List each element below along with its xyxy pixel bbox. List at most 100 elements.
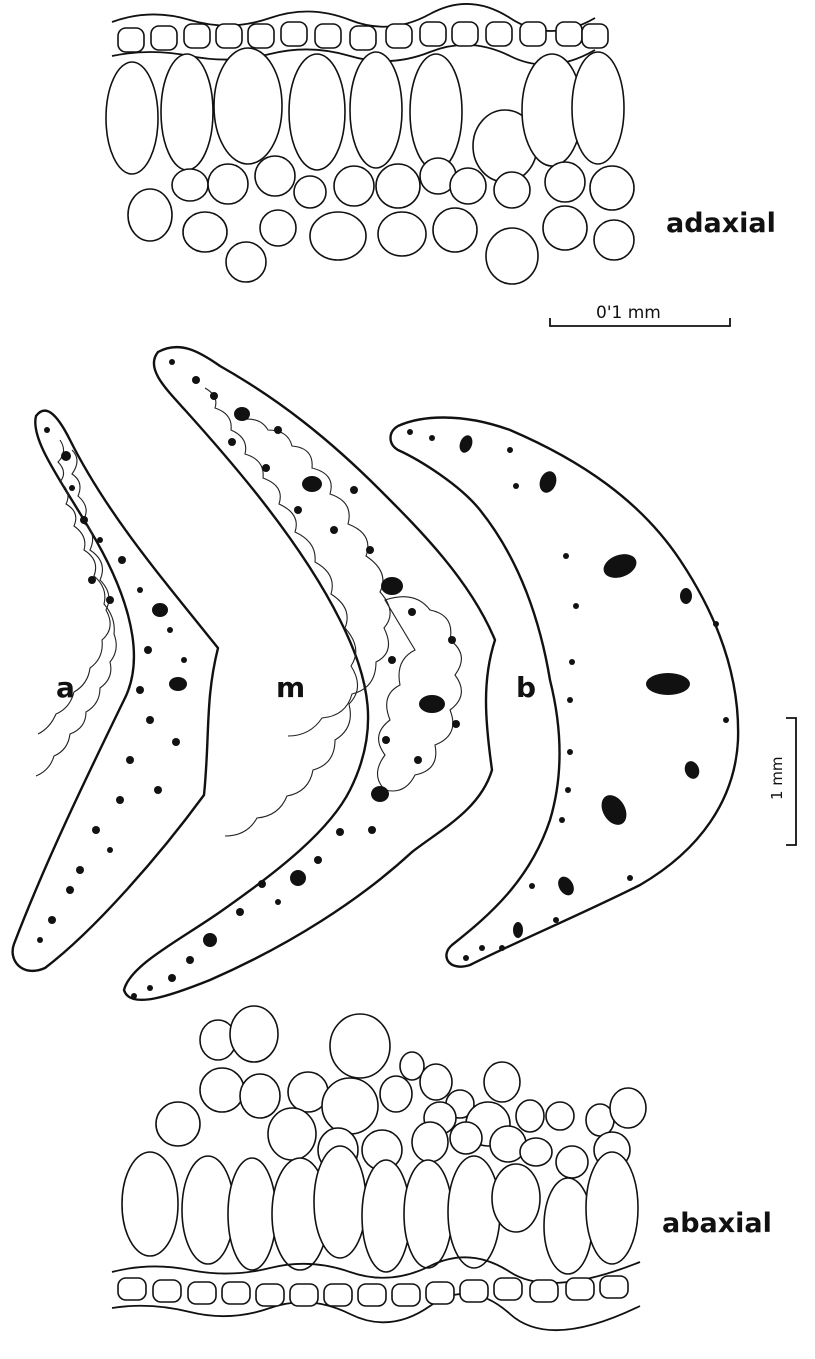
spongy-cell: [200, 1068, 244, 1112]
epidermal-cell: [566, 1278, 594, 1300]
vascular-bundle: [646, 673, 690, 695]
vascular-bundle: [463, 955, 469, 961]
spongy-cell: [260, 210, 296, 246]
vascular-bundle: [137, 587, 143, 593]
vascular-bundle: [167, 627, 173, 633]
vascular-bundle: [330, 526, 338, 534]
adaxial-tissue-drawing: adaxial: [106, 4, 776, 284]
spongy-cell: [376, 164, 420, 208]
epidermal-cell: [582, 24, 608, 48]
abaxial-tissue-drawing: abaxial: [112, 1006, 772, 1330]
vascular-bundle: [388, 656, 396, 664]
epidermal-cell: [151, 26, 177, 50]
scale-bar-small-label: 0'1 mm: [596, 303, 661, 323]
epidermal-cell: [315, 24, 341, 48]
vascular-bundle: [565, 787, 571, 793]
vascular-bundle: [192, 376, 200, 384]
vascular-bundle: [302, 476, 322, 492]
vascular-bundle: [44, 427, 50, 433]
epidermal-cell: [290, 1284, 318, 1306]
epidermal-cell: [256, 1284, 284, 1306]
vascular-bundle: [146, 716, 154, 724]
vascular-bundle: [61, 451, 71, 461]
section-a: a: [13, 411, 218, 971]
section-a-label: a: [56, 671, 75, 704]
vascular-bundle: [136, 686, 144, 694]
scale-bar-1mm: 1 mm: [768, 718, 796, 845]
spongy-cell: [128, 189, 172, 241]
vascular-bundle: [513, 922, 523, 938]
vascular-bundle: [573, 603, 579, 609]
spongy-cell: [310, 212, 366, 260]
vascular-bundle: [181, 657, 187, 663]
epidermal-cell: [600, 1276, 628, 1298]
vascular-bundle: [723, 717, 729, 723]
vascular-bundle: [366, 546, 374, 554]
vascular-bundle: [126, 756, 134, 764]
epidermal-cell: [358, 1284, 386, 1306]
vascular-bundle: [228, 438, 236, 446]
epidermal-cell: [153, 1280, 181, 1302]
epidermal-cell: [460, 1280, 488, 1302]
adaxial-label: adaxial: [666, 208, 776, 239]
vascular-bundle: [76, 866, 84, 874]
scale-bar-large-label: 1 mm: [768, 756, 786, 800]
palisade-cell: [544, 1178, 592, 1274]
vascular-bundle: [262, 464, 270, 472]
spongy-cell: [230, 1006, 278, 1062]
vascular-bundle: [452, 720, 460, 728]
spongy-cell: [486, 228, 538, 284]
spongy-cell: [208, 164, 248, 204]
spongy-cell: [556, 1146, 588, 1178]
vascular-bundle: [479, 945, 485, 951]
epidermal-cell: [556, 22, 582, 46]
vascular-bundle: [88, 576, 96, 584]
spongy-cell: [433, 208, 477, 252]
vascular-bundle: [37, 937, 43, 943]
vascular-bundle: [106, 596, 114, 604]
vascular-bundle: [118, 556, 126, 564]
vascular-bundle: [336, 828, 344, 836]
vascular-bundle: [290, 870, 306, 886]
spongy-cell: [494, 172, 530, 208]
spongy-cell: [172, 169, 208, 201]
vascular-bundle: [186, 956, 194, 964]
epidermal-cell: [118, 28, 144, 52]
section-b-label: b: [516, 671, 536, 704]
epidermal-cell: [222, 1282, 250, 1304]
vascular-bundle: [116, 796, 124, 804]
spongy-cell: [322, 1078, 378, 1134]
epidermal-cell: [530, 1280, 558, 1302]
spongy-cell: [268, 1108, 316, 1160]
epidermal-cell: [520, 22, 546, 46]
vascular-bundle: [553, 917, 559, 923]
spongy-cell: [334, 166, 374, 206]
spongy-cell: [516, 1100, 544, 1132]
spongy-cell: [520, 1138, 552, 1166]
epidermal-cell: [452, 22, 478, 46]
vascular-bundle: [529, 883, 535, 889]
vascular-bundle: [92, 826, 100, 834]
palisade-cell: [289, 54, 345, 170]
vascular-bundle: [429, 435, 435, 441]
spongy-cell: [412, 1122, 448, 1162]
vascular-bundle: [144, 646, 152, 654]
vascular-bundle: [154, 786, 162, 794]
epidermal-cell: [426, 1282, 454, 1304]
epidermal-cell: [494, 1278, 522, 1300]
vascular-bundle: [314, 856, 322, 864]
vascular-bundle: [203, 933, 217, 947]
spongy-cell: [226, 242, 266, 282]
vascular-bundle: [168, 974, 176, 982]
vascular-bundle: [627, 875, 633, 881]
vascular-bundle: [275, 899, 281, 905]
palisade-cell: [161, 54, 213, 170]
spongy-cell: [545, 162, 585, 202]
vascular-bundle: [131, 993, 137, 999]
vascular-bundle: [419, 695, 445, 713]
palisade-cell: [448, 1156, 500, 1268]
vascular-bundle: [499, 945, 505, 951]
vascular-bundle: [236, 908, 244, 916]
epidermal-cell: [350, 26, 376, 50]
